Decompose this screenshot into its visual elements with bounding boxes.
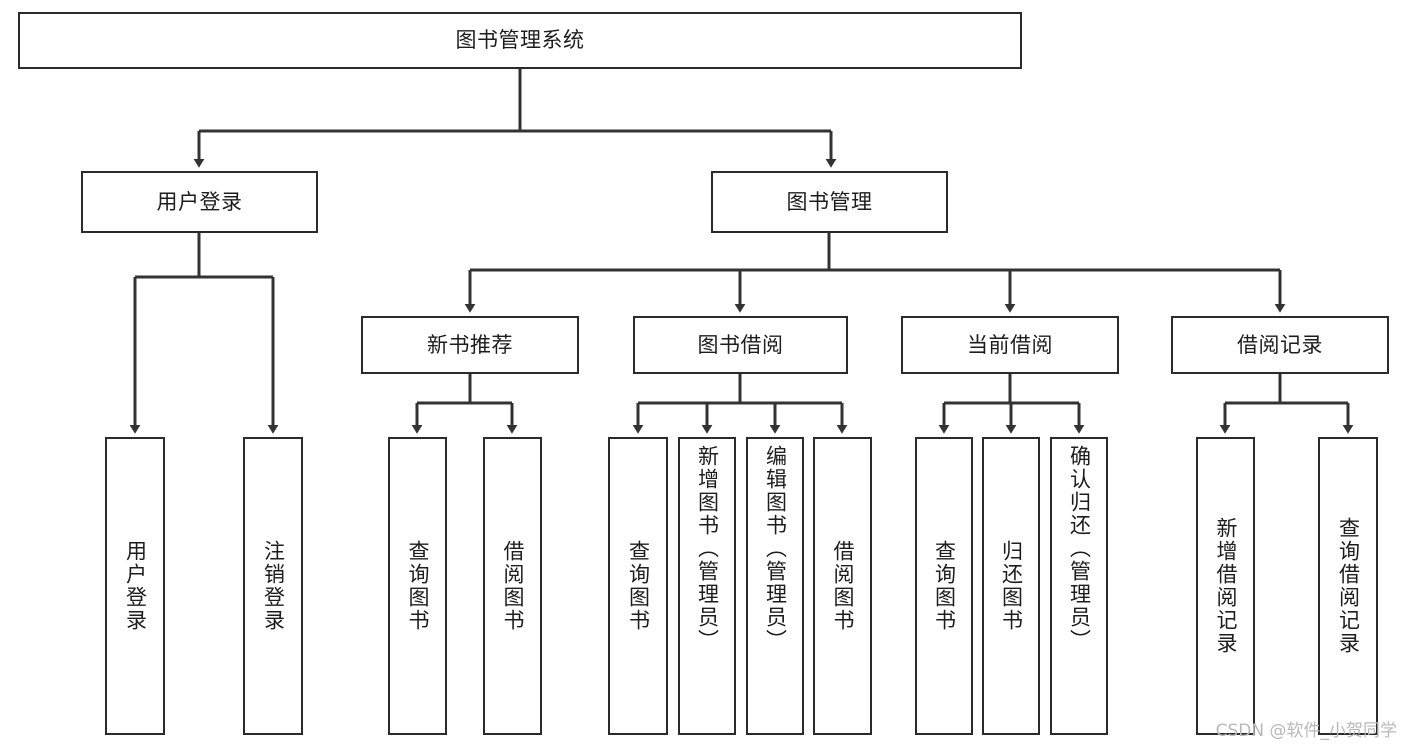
leaf-add-book-admin[interactable]: 新增图书（管理员） — [678, 437, 736, 735]
node-label: 借阅图书 — [830, 540, 855, 632]
leaf-user-logout[interactable]: 注销登录 — [243, 437, 303, 735]
node-label: 确认归还（管理员） — [1067, 445, 1092, 652]
node-label: 新书推荐 — [427, 332, 513, 357]
node-book-management[interactable]: 图书管理 — [711, 171, 948, 233]
node-label: 用户登录 — [156, 189, 243, 214]
leaf-edit-book-admin[interactable]: 编辑图书（管理员） — [746, 437, 804, 735]
leaf-query-book-borrow[interactable]: 查询图书 — [608, 437, 668, 735]
node-borrow-record[interactable]: 借阅记录 — [1171, 316, 1389, 374]
node-label: 用户登录 — [123, 540, 148, 632]
node-label: 新增图书（管理员） — [695, 445, 720, 652]
node-label: 查询图书 — [405, 540, 430, 632]
node-label: 查询图书 — [626, 540, 651, 632]
leaf-return-book[interactable]: 归还图书 — [982, 437, 1040, 735]
node-label: 借阅记录 — [1237, 332, 1323, 357]
node-label: 新增借阅记录 — [1213, 517, 1238, 655]
node-root-system[interactable]: 图书管理系统 — [18, 12, 1022, 69]
leaf-query-book-current[interactable]: 查询图书 — [915, 437, 973, 735]
node-label: 编辑图书（管理员） — [763, 445, 788, 652]
leaf-query-borrow-record[interactable]: 查询借阅记录 — [1318, 437, 1378, 735]
leaf-borrow-book[interactable]: 借阅图书 — [813, 437, 872, 735]
node-current-borrow[interactable]: 当前借阅 — [901, 316, 1119, 374]
node-label: 归还图书 — [999, 540, 1024, 632]
leaf-query-book-newbook[interactable]: 查询图书 — [388, 437, 447, 735]
leaf-user-login[interactable]: 用户登录 — [105, 437, 165, 735]
node-label: 注销登录 — [261, 540, 286, 632]
watermark: CSDN @软件_小贺同学 — [1215, 721, 1397, 741]
leaf-borrow-book-newbook[interactable]: 借阅图书 — [483, 437, 542, 735]
node-label: 图书管理 — [786, 189, 873, 214]
node-user-login[interactable]: 用户登录 — [81, 171, 318, 233]
node-label: 图书借阅 — [697, 332, 784, 357]
node-label: 查询借阅记录 — [1336, 517, 1361, 655]
node-label: 查询图书 — [932, 540, 957, 632]
node-label: 当前借阅 — [967, 332, 1053, 357]
node-label: 借阅图书 — [500, 540, 525, 632]
node-book-borrow[interactable]: 图书借阅 — [633, 316, 848, 374]
leaf-confirm-return-admin[interactable]: 确认归还（管理员） — [1050, 437, 1108, 735]
leaf-add-borrow-record[interactable]: 新增借阅记录 — [1196, 437, 1255, 735]
node-new-book-recommend[interactable]: 新书推荐 — [361, 316, 579, 374]
node-label: 图书管理系统 — [455, 28, 585, 53]
